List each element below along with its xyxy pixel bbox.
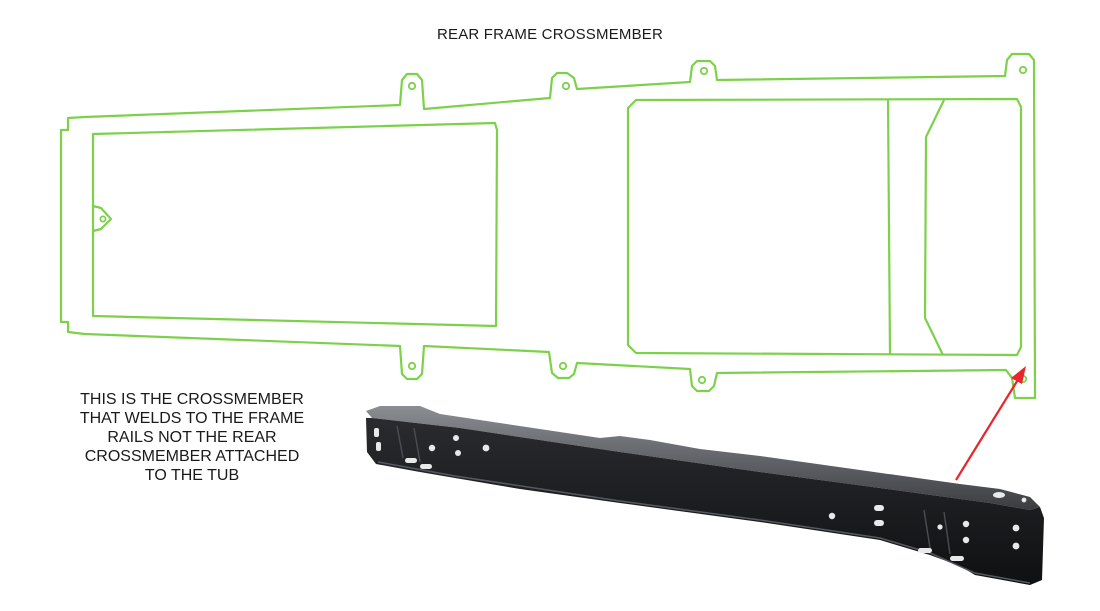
slot-hole bbox=[374, 428, 379, 437]
callout-arrow bbox=[955, 366, 1026, 481]
mount-hole bbox=[561, 81, 571, 91]
mount-hole bbox=[697, 375, 707, 385]
round-hole bbox=[993, 492, 1005, 498]
mount-hole bbox=[99, 215, 107, 223]
callout-text: THIS IS THE CROSSMEMBER THAT WELDS TO TH… bbox=[36, 390, 348, 485]
arrow-shaft bbox=[955, 377, 1020, 481]
crossmember-ribs bbox=[396, 425, 951, 555]
callout-line: RAILS NOT THE REAR bbox=[107, 429, 277, 446]
rib-left bbox=[396, 425, 421, 463]
round-hole bbox=[937, 524, 943, 530]
frame-rear-divider bbox=[886, 99, 892, 356]
frame-front-inner-panel bbox=[91, 121, 499, 328]
mount-hole bbox=[407, 361, 417, 371]
callout-line: TO THE TUB bbox=[144, 467, 240, 484]
callout-line: CROSSMEMBER ATTACHED bbox=[84, 448, 300, 465]
slot-hole bbox=[874, 505, 884, 511]
callout-line: THAT WELDS TO THE FRAME bbox=[79, 410, 305, 427]
frame-rear-inner-panel bbox=[626, 97, 1023, 357]
round-hole bbox=[828, 512, 836, 520]
rib-right bbox=[923, 509, 951, 555]
slot-hole bbox=[376, 442, 381, 451]
arrow-head-icon bbox=[1011, 366, 1026, 384]
frame-side-tab bbox=[92, 204, 113, 233]
slot-hole bbox=[950, 556, 964, 561]
round-hole bbox=[453, 435, 459, 441]
mount-hole bbox=[407, 81, 417, 91]
round-hole bbox=[455, 450, 461, 456]
crossmember-bottom-edge bbox=[377, 461, 1031, 584]
crossmember-top-flange bbox=[366, 406, 1040, 510]
round-hole bbox=[962, 536, 970, 544]
mount-hole bbox=[1018, 65, 1028, 75]
round-hole bbox=[962, 520, 970, 528]
crossmember-main-face bbox=[366, 418, 1044, 585]
frame-outline bbox=[59, 52, 1037, 400]
frame-rear-bay-outline bbox=[923, 99, 945, 356]
round-hole bbox=[482, 444, 490, 452]
round-hole bbox=[1012, 542, 1020, 550]
callout-line: THIS IS THE CROSSMEMBER bbox=[80, 391, 304, 408]
round-hole bbox=[1021, 497, 1027, 503]
crossmember-holes bbox=[374, 428, 1027, 561]
round-hole bbox=[1012, 524, 1020, 532]
mount-hole bbox=[558, 361, 568, 371]
mount-hole bbox=[699, 66, 709, 76]
round-hole bbox=[428, 444, 436, 452]
slot-hole bbox=[405, 458, 417, 463]
slot-hole bbox=[420, 464, 432, 469]
diagram-title: REAR FRAME CROSSMEMBER bbox=[436, 26, 664, 43]
slot-hole bbox=[918, 548, 932, 553]
crossmember-illustration bbox=[366, 406, 1044, 585]
slot-hole bbox=[874, 520, 884, 526]
